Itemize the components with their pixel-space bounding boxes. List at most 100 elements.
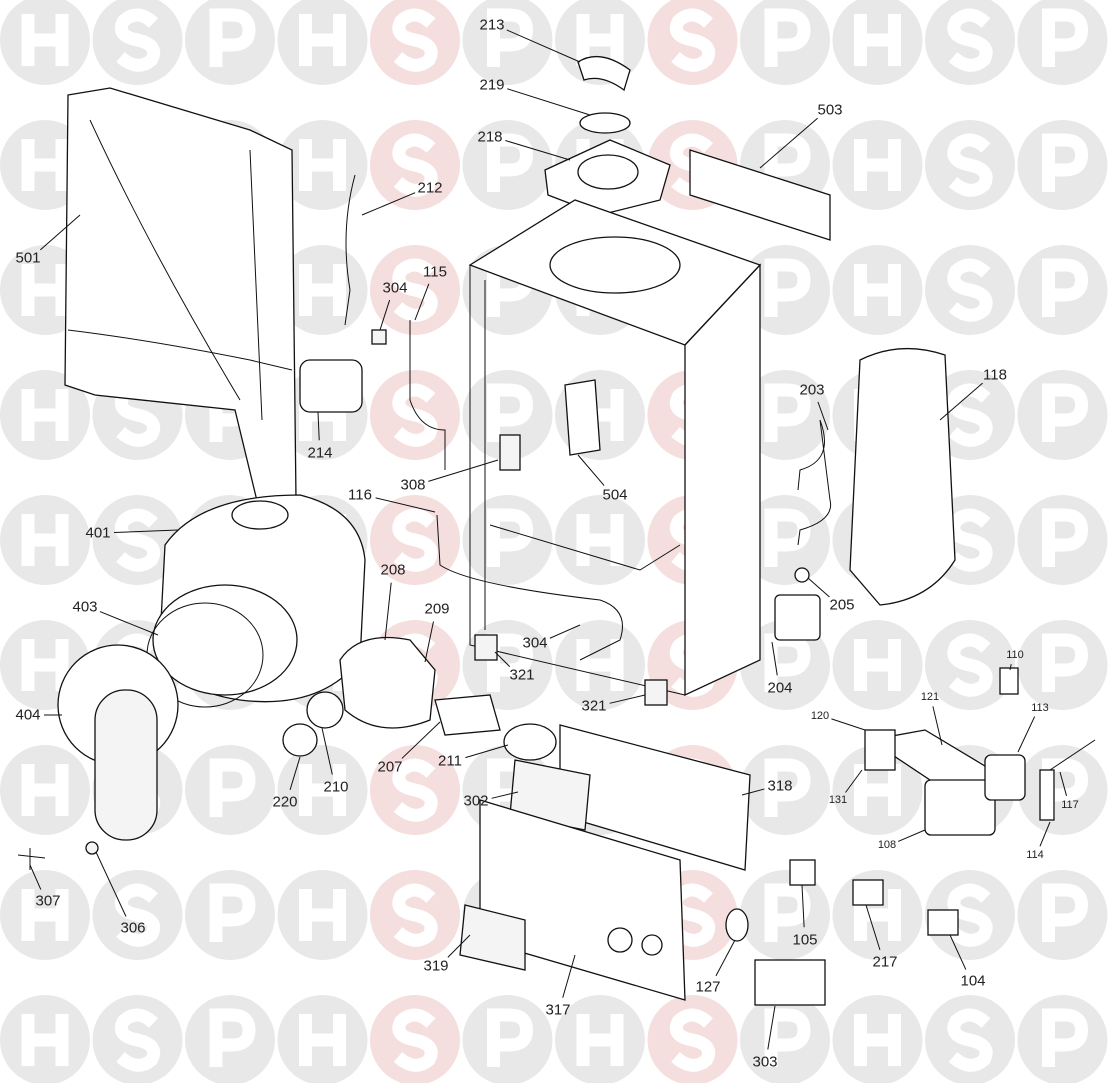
watermark-letter-p bbox=[764, 1008, 811, 1067]
watermark-circle bbox=[0, 745, 90, 835]
part-label-208: 208 bbox=[380, 562, 406, 641]
part-label-203: 203 bbox=[799, 382, 829, 431]
part-number: 213 bbox=[479, 17, 504, 34]
part-label-503: 503 bbox=[759, 102, 843, 169]
leader-line bbox=[715, 939, 736, 977]
watermark-circle bbox=[740, 495, 830, 585]
watermark-letter-h bbox=[854, 264, 901, 316]
watermark-letter-h bbox=[299, 889, 346, 941]
part-214 bbox=[299, 359, 363, 413]
part-label-121: 121 bbox=[921, 691, 943, 746]
leader-line bbox=[939, 382, 983, 421]
watermark-letter-p bbox=[487, 8, 534, 67]
watermark-circle bbox=[370, 370, 460, 460]
part-number: 105 bbox=[792, 932, 817, 949]
leader-line bbox=[767, 1005, 776, 1050]
part-321-a bbox=[474, 634, 498, 661]
leader-line bbox=[609, 694, 646, 704]
watermark-letter-h bbox=[576, 14, 624, 66]
leader-line bbox=[845, 769, 863, 793]
leader-line bbox=[447, 934, 471, 958]
leader-line bbox=[494, 651, 511, 668]
leader-line bbox=[807, 577, 830, 598]
watermark-letter-s bbox=[114, 508, 161, 572]
part-number: 116 bbox=[348, 487, 372, 504]
watermark-letter-h bbox=[299, 14, 346, 66]
watermark-circle bbox=[555, 995, 645, 1083]
watermark-circle bbox=[462, 0, 553, 85]
watermark-letter-s bbox=[114, 8, 161, 72]
part-label-306: 306 bbox=[95, 851, 146, 937]
leader-line bbox=[506, 29, 581, 63]
part-number: 212 bbox=[417, 180, 442, 197]
part-number: 118 bbox=[983, 367, 1007, 384]
watermark-letter-h bbox=[21, 889, 69, 941]
leader-line bbox=[505, 140, 571, 161]
watermark-letter-s bbox=[669, 883, 716, 947]
watermark-letter-h bbox=[299, 764, 346, 816]
watermark-letter-h bbox=[21, 264, 69, 316]
part-number: 302 bbox=[463, 793, 488, 810]
part-number: 303 bbox=[752, 1054, 777, 1071]
watermark-letter-s bbox=[947, 883, 993, 947]
watermark-letter-p bbox=[1042, 8, 1089, 67]
part-116-pipe bbox=[436, 514, 623, 661]
part-number: 210 bbox=[323, 779, 348, 796]
part-207 bbox=[434, 694, 501, 736]
part-label-207: 207 bbox=[377, 721, 441, 776]
watermark-circle bbox=[740, 870, 830, 960]
leader-line bbox=[507, 88, 591, 116]
part-number: 203 bbox=[799, 382, 824, 399]
part-number: 306 bbox=[120, 920, 145, 937]
watermark-letter-p bbox=[487, 1008, 534, 1067]
watermark-letter-s bbox=[947, 508, 993, 572]
part-321-b bbox=[644, 679, 668, 706]
leader-line bbox=[491, 791, 519, 799]
part-number: 131 bbox=[829, 794, 847, 806]
part-label-204: 204 bbox=[767, 641, 793, 697]
part-218 bbox=[544, 139, 671, 216]
watermark-letter-h bbox=[21, 389, 69, 441]
part-number: 401 bbox=[85, 525, 110, 542]
leader-line bbox=[1009, 664, 1012, 671]
leader-line bbox=[949, 934, 967, 970]
leader-line bbox=[428, 459, 499, 482]
part-label-114: 114 bbox=[1026, 821, 1051, 861]
part-127 bbox=[725, 908, 749, 942]
part-label-304: 304 bbox=[522, 624, 581, 652]
part-number: 110 bbox=[1006, 649, 1024, 661]
part-number: 120 bbox=[811, 710, 829, 722]
watermark-circle bbox=[1017, 120, 1108, 210]
watermark-letter-s bbox=[392, 883, 438, 947]
part-label-131: 131 bbox=[829, 769, 863, 806]
part-118-expansion-vessel bbox=[849, 347, 956, 606]
part-label-115: 115 bbox=[414, 264, 447, 321]
part-210 bbox=[306, 691, 344, 729]
part-number: 318 bbox=[767, 778, 792, 795]
watermark-circle bbox=[832, 0, 923, 85]
watermark-circle bbox=[832, 995, 923, 1083]
watermark-circle bbox=[462, 995, 553, 1083]
hydraulic-assembly bbox=[864, 667, 1096, 836]
watermark-letter-s bbox=[392, 1008, 438, 1072]
watermark-circle bbox=[277, 245, 368, 335]
part-213 bbox=[577, 55, 631, 92]
watermark-circle bbox=[185, 0, 275, 85]
watermark-circle bbox=[0, 995, 90, 1083]
watermark-letter-h bbox=[299, 1014, 346, 1066]
watermark-circle bbox=[92, 495, 183, 585]
watermark-circle bbox=[832, 620, 923, 710]
part-label-308: 308 bbox=[400, 459, 499, 494]
watermark-circle bbox=[555, 0, 645, 85]
part-number: 205 bbox=[829, 597, 854, 614]
leader-line bbox=[932, 706, 943, 746]
leader-line bbox=[1017, 716, 1036, 753]
watermark-circle bbox=[370, 745, 460, 835]
part-label-211: 211 bbox=[438, 744, 509, 770]
part-number: 115 bbox=[423, 264, 447, 281]
watermark-letter-p bbox=[487, 633, 534, 692]
part-number: 114 bbox=[1026, 849, 1044, 861]
watermark-circle bbox=[740, 370, 830, 460]
part-label-210: 210 bbox=[321, 727, 349, 796]
part-317-control-panel bbox=[479, 799, 686, 1001]
